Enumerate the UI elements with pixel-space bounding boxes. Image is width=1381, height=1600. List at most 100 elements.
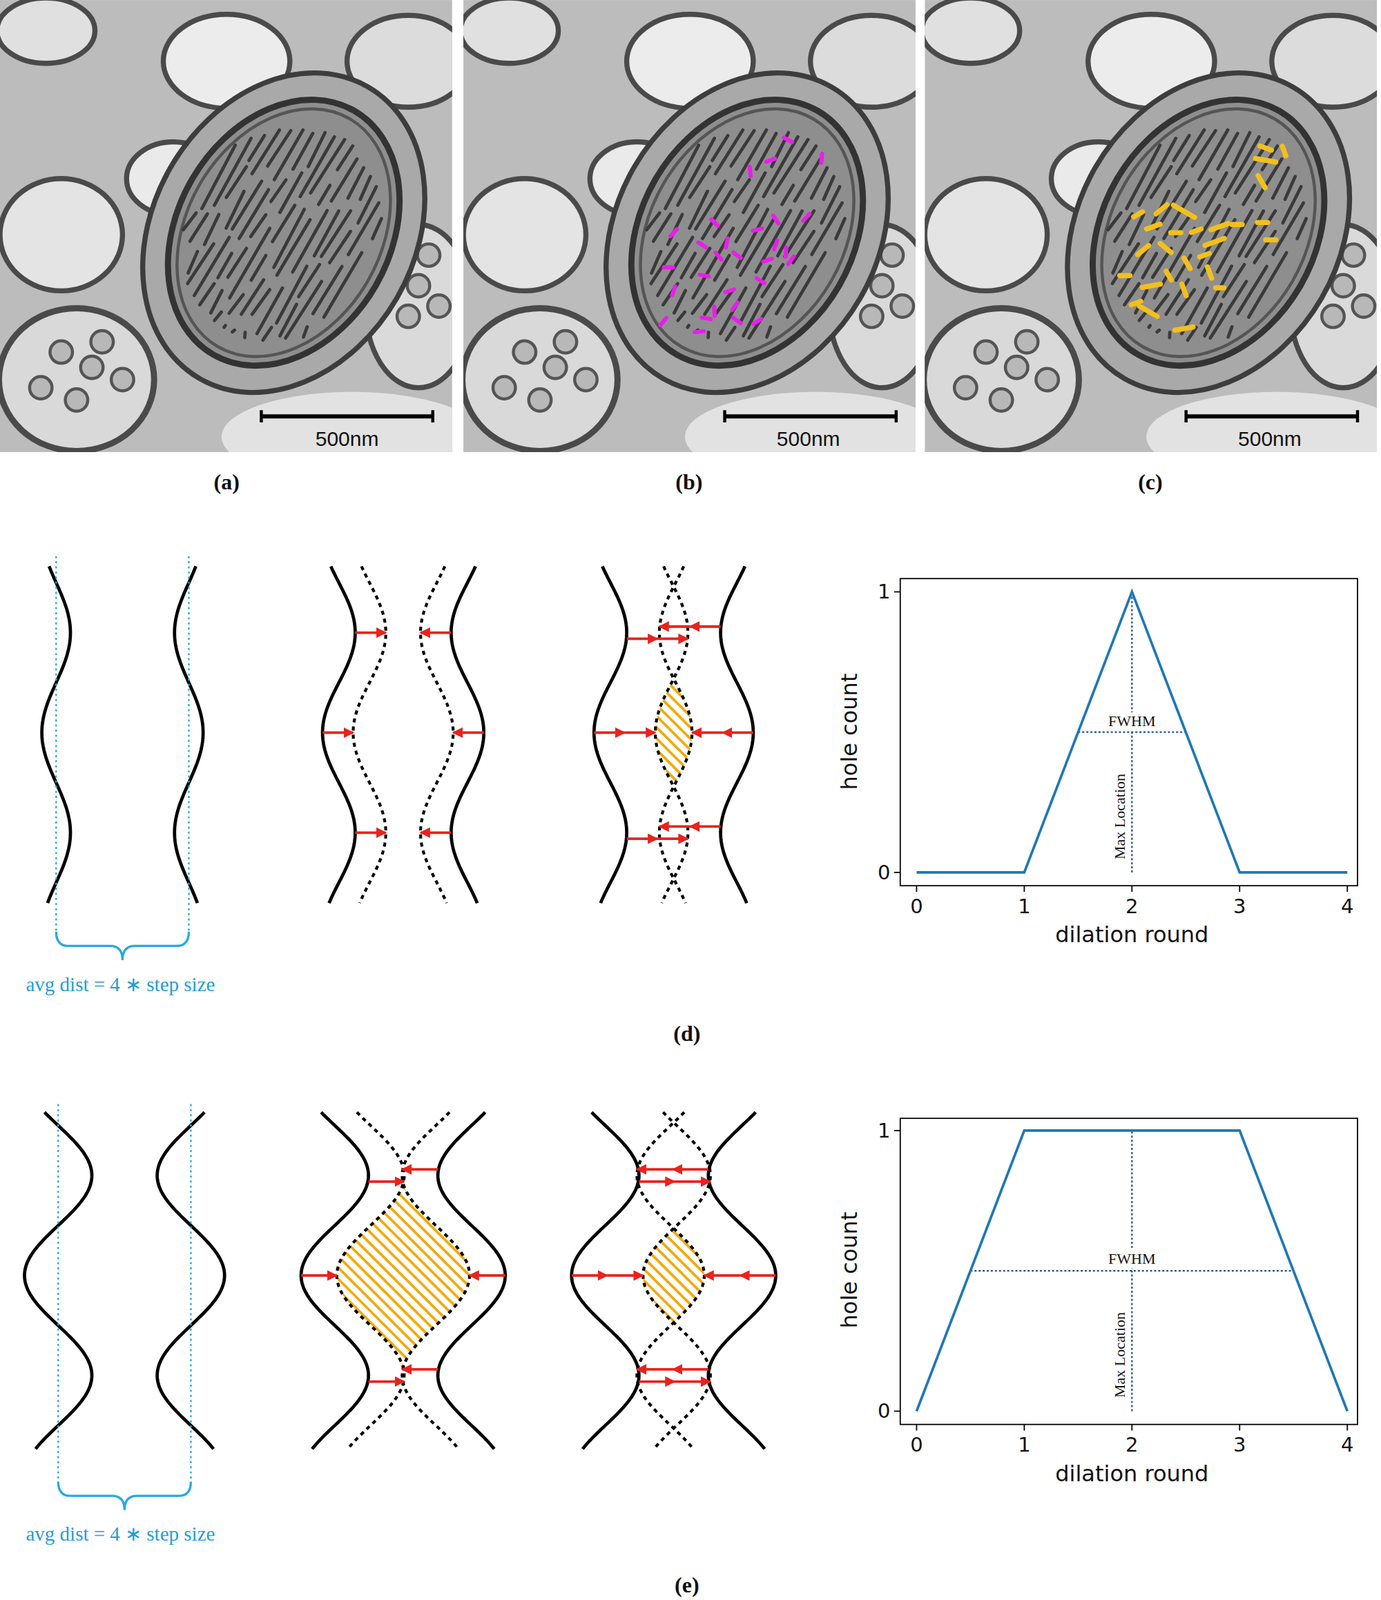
detection-mark [773,215,779,224]
detection-mark [671,286,675,296]
hole-hatch [693,1229,788,1323]
crista [337,145,353,171]
hole-hatch [726,1229,821,1323]
vesicle [417,243,441,267]
crista [1114,213,1132,243]
crista [1243,185,1255,205]
hole-hatch [810,679,918,787]
hole-hatch [406,679,1041,787]
membrane-line [437,1112,506,1450]
max-location-label: Max Location [1111,1310,1129,1401]
hole-hatch [423,1229,518,1323]
dilation-arrow [354,631,386,635]
detection-mark [1175,327,1194,331]
tick-label: 1 [1017,1433,1031,1457]
tick-mark [1023,885,1025,893]
dilation-arrow [571,1274,608,1278]
crista [238,189,269,239]
crista [1295,218,1309,239]
mitochondrion [1010,21,1377,444]
tick-label: 2 [1125,894,1138,919]
hole-hatch [164,1184,349,1368]
dilation-arrow [704,1274,741,1278]
mitochondrion [1058,70,1359,396]
detection-mark [1204,238,1225,246]
crista [312,265,342,315]
scale-bar [1184,414,1359,419]
vesicle [80,356,104,380]
hole-hatch [574,679,682,787]
tick-label: 0 [910,894,923,919]
tick-mark [1238,885,1241,893]
hole-hatch [457,1229,552,1323]
hole-hatch [187,1184,371,1368]
crista [370,218,384,239]
hole-hatch [664,679,772,787]
vesicle [91,330,114,354]
cell-membrane [0,308,154,452]
axis-title: dilation round [1055,1461,1209,1488]
scale-label: 500nm [313,427,382,451]
hole-hatch [209,1184,393,1368]
hole-hatch [417,679,525,787]
vesicle [544,356,567,380]
hole-hatch [742,679,851,787]
membrane-schematic [322,566,485,904]
crista [267,129,292,168]
detection-mark [1173,205,1195,218]
crista [263,326,273,341]
hole-hatch [850,1229,944,1323]
dilation-arrow [368,1180,405,1184]
detection-mark [1160,243,1172,253]
crista [182,211,197,231]
crista [1108,211,1122,231]
crista [726,326,736,341]
tick-label: 0 [877,861,891,885]
dilation-arrow [657,638,688,641]
hole-hatch [254,1184,438,1368]
distance-bracket [55,556,189,961]
crista [252,288,270,317]
crista [1204,172,1228,212]
vesicle [1352,294,1376,318]
scale-bar [723,410,897,423]
mitochondrion [86,21,453,444]
hole-hatch [388,1184,573,1368]
tick-label: 4 [1340,894,1354,919]
hole-hatch [720,679,828,787]
crista [1126,214,1146,246]
membrane-line [708,1112,777,1450]
tick-label: 1 [877,1119,891,1143]
scale-bar [261,410,433,423]
hole-hatch [624,1184,809,1368]
vesicle [881,243,904,267]
dilation-arrow [659,825,690,829]
dilation-arrow [401,1368,438,1372]
detection-mark [698,242,706,248]
cell-membrane [0,0,95,64]
hole-hatch [934,679,1042,787]
detection-mark [1166,271,1172,281]
hole-hatch [681,1229,776,1323]
dilation-arrow [636,1368,673,1372]
vesicle [29,377,53,400]
tick-label: 0 [877,1399,891,1424]
vesicle [974,341,998,364]
tick-mark [1346,885,1348,893]
hole-hatch [889,679,997,787]
tick-mark [1346,1425,1348,1432]
crista [1148,325,1151,328]
detection-mark [699,274,709,277]
crista [706,332,711,338]
data-line [916,1131,1348,1413]
membrane-line [720,566,754,904]
crista [1248,252,1287,318]
dilation-arrow [420,831,451,835]
membrane-line [322,566,355,904]
crista [678,311,685,322]
hole-hatch [529,679,637,787]
scale-bar [725,410,897,423]
mitochondrion [121,58,447,409]
